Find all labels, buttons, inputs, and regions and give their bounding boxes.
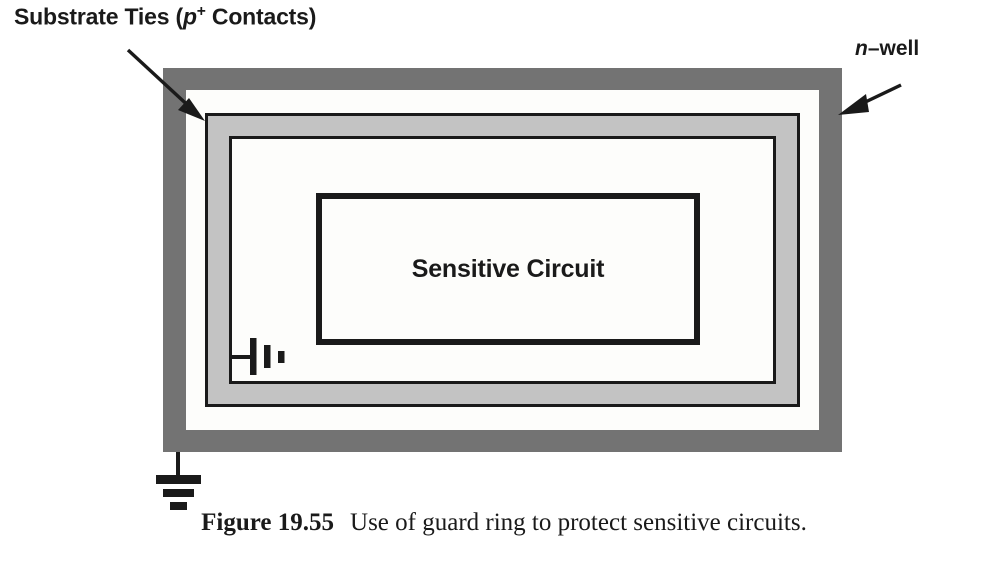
substrate-ties-suffix: Contacts) xyxy=(205,3,317,30)
nwell-label: n–well xyxy=(855,38,919,59)
figure-caption: Figure 19.55 Use of guard ring to protect… xyxy=(0,508,1008,538)
substrate-ties-symbol: p xyxy=(182,3,197,30)
nwell-symbol: n xyxy=(855,37,868,60)
substrate-ties-label: Substrate Ties (p+ Contacts) xyxy=(14,4,316,29)
substrate-ties-superscript: + xyxy=(196,3,206,20)
figure-caption-number: Figure 19.55 xyxy=(201,509,335,536)
nwell-arrow xyxy=(838,83,902,115)
sensitive-circuit-label: Sensitive Circuit xyxy=(411,254,605,283)
nwell-rest: –well xyxy=(867,37,920,60)
sensitive-circuit-box: Sensitive Circuit xyxy=(316,193,700,345)
figure-caption-text: Use of guard ring to protect sensitive c… xyxy=(350,509,807,536)
substrate-ties-prefix: Substrate Ties ( xyxy=(14,3,183,30)
external-ground-symbol xyxy=(156,452,201,510)
